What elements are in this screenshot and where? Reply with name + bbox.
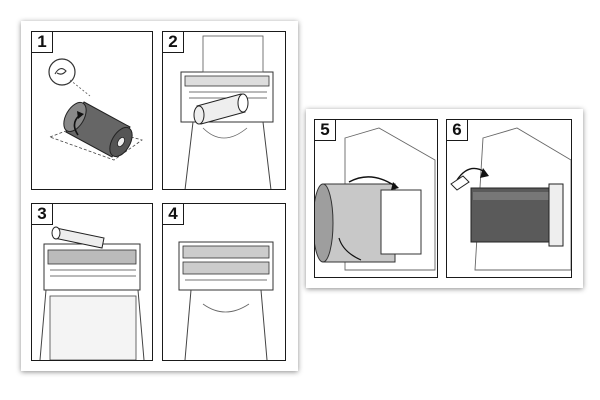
step-4-number: 4	[163, 204, 184, 225]
step-1-number: 1	[32, 32, 53, 53]
ribbon-roll-illustration	[48, 58, 143, 161]
step-5-number: 5	[315, 120, 336, 141]
printer-ribbon-threaded	[178, 241, 274, 360]
step-6-panel: 6	[446, 119, 572, 278]
printer-open-insert-supply-roll	[180, 35, 274, 189]
step-6-number: 6	[447, 120, 468, 141]
printer-wind-ribbon-cover	[315, 127, 436, 271]
step-5-panel: 5	[314, 119, 438, 278]
printer-take-up-ribbon-slack	[450, 127, 571, 271]
printer-insert-take-up-core	[39, 226, 145, 360]
step-1-panel: 1	[31, 31, 153, 190]
step-2-number: 2	[163, 32, 184, 53]
step-4-panel: 4	[162, 203, 286, 361]
step-3-panel: 3	[31, 203, 153, 361]
step-3-number: 3	[32, 204, 53, 225]
step-2-panel: 2	[162, 31, 286, 190]
